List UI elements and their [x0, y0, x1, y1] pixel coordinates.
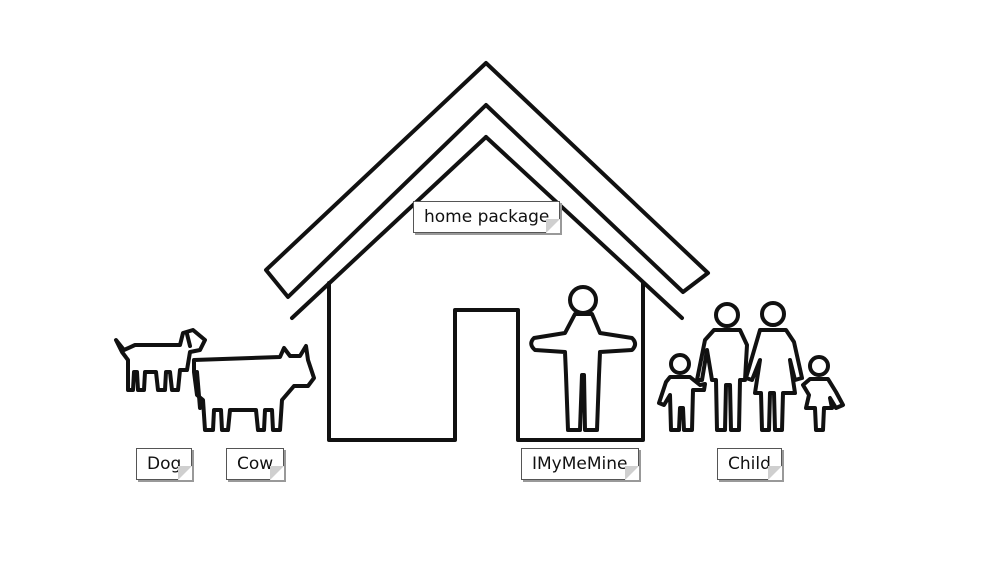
- fold-corner-icon: [270, 466, 285, 480]
- person-text: IMyMeMine: [532, 454, 628, 474]
- label-dog: Dog: [136, 448, 193, 480]
- roof-inner-line: [484, 135, 684, 320]
- label-child: Child: [717, 448, 782, 480]
- family-icon: [657, 301, 845, 432]
- label-person: IMyMeMine: [521, 448, 639, 480]
- child-text: Child: [728, 454, 771, 474]
- fold-corner-icon: [624, 466, 639, 480]
- fold-corner-icon: [767, 466, 782, 480]
- fold-corner-icon: [178, 466, 193, 480]
- fold-corner-icon: [546, 219, 561, 233]
- dog-text: Dog: [147, 454, 182, 474]
- label-home-package: home package: [413, 201, 561, 233]
- roof-icon: [264, 61, 710, 320]
- label-cow: Cow: [226, 448, 285, 480]
- dog-icon: [114, 328, 207, 392]
- cow-text: Cow: [237, 454, 274, 474]
- cow-icon: [192, 344, 316, 432]
- person-icon: [529, 285, 637, 432]
- house-walls: [327, 281, 645, 442]
- home-package-text: home package: [424, 207, 550, 227]
